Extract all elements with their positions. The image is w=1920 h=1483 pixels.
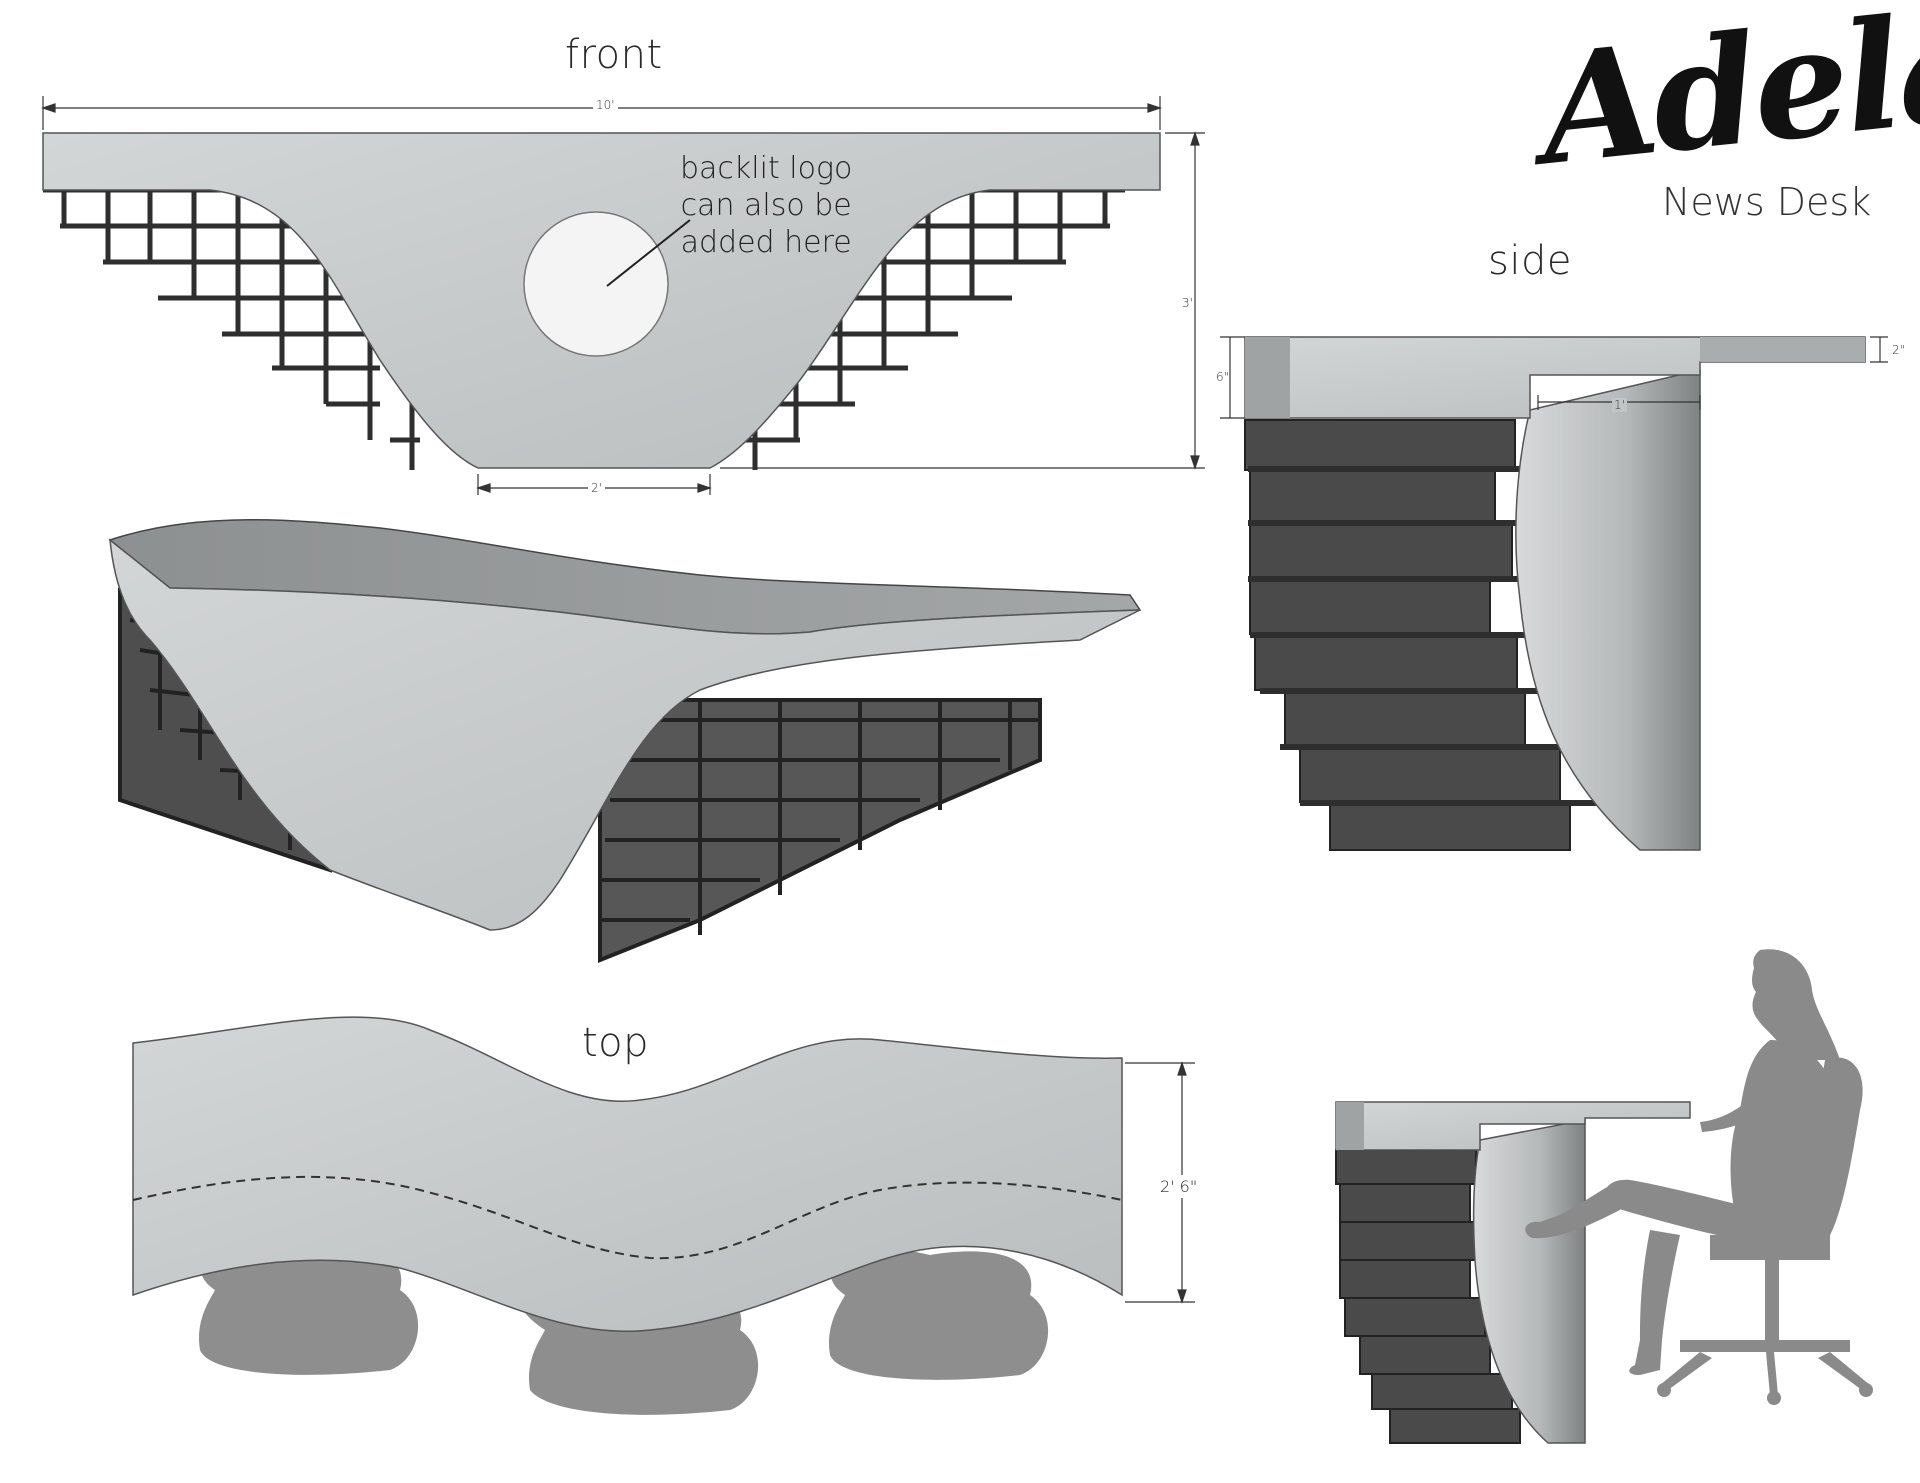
side-shelf-lips — [1248, 466, 1600, 806]
backlit-logo-note: backlit logo can also be added here — [680, 150, 852, 261]
backlit-logo-circle — [523, 211, 669, 357]
top-depth-label: 2' 6" — [1160, 1175, 1198, 1198]
figure-concrete-leg — [1472, 1119, 1586, 1444]
side-concrete-leg — [1515, 369, 1701, 851]
note-line-3: added here — [680, 225, 852, 260]
top-view — [132, 1016, 1195, 1415]
note-leader-line — [606, 219, 691, 287]
perspective-desk-face — [109, 538, 1141, 931]
perspective-view — [108, 519, 1142, 963]
side-shelf-extension — [1700, 337, 1865, 362]
front-height-label: 3' — [1182, 295, 1193, 311]
side-slab-end — [1245, 337, 1290, 418]
top-dashed-line — [132, 1175, 1123, 1260]
side-shelf-thickness-label: 2" — [1892, 343, 1906, 357]
side-view — [1220, 336, 1888, 851]
brand-subtitle: News Desk — [1662, 180, 1872, 224]
front-width-label: 10' — [593, 98, 618, 112]
seated-woman-silhouette — [1525, 949, 1873, 1405]
note-line-1: backlit logo — [680, 151, 853, 186]
figure-top-slab — [1335, 1101, 1691, 1151]
front-view-title: front — [565, 32, 663, 78]
front-left-lattice — [43, 187, 420, 470]
figure-shelves — [1335, 1149, 1521, 1444]
front-height-dimension — [720, 131, 1205, 470]
figure-slab-end — [1336, 1102, 1364, 1150]
front-base-label: 2' — [588, 481, 605, 495]
side-overhang-label: 1' — [1612, 398, 1627, 412]
note-line-2: can also be — [680, 188, 852, 223]
front-view — [41, 96, 1205, 495]
side-shelves — [1244, 419, 1571, 851]
side-view-title: side — [1488, 238, 1572, 284]
side-top-thickness-label: 6" — [1216, 370, 1230, 384]
top-view-title: top — [582, 1020, 650, 1066]
side-view-with-figure — [1335, 949, 1873, 1444]
top-desk-surface — [132, 1016, 1123, 1332]
